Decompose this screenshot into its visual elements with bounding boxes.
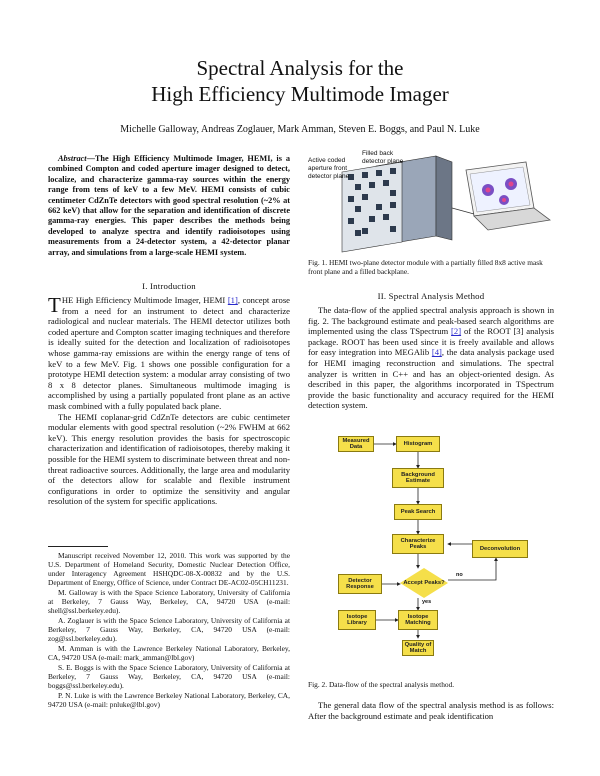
flow-measured-data: Measured Data <box>338 436 374 452</box>
abstract-label: Abstract <box>58 154 87 163</box>
flow-isotope-library: Isotope Library <box>338 610 376 630</box>
flow-label-yes: yes <box>422 599 432 605</box>
flow-background-estimate: Background Estimate <box>392 468 444 488</box>
paper-title-line1: Spectral Analysis for the <box>196 56 404 80</box>
flow-deconvolution: Deconvolution <box>472 540 528 558</box>
footnote: P. N. Luke is with the Lawrence Berkeley… <box>48 691 290 709</box>
abstract: Abstract—The High Efficiency Multimode I… <box>48 154 290 258</box>
intro-text-cont: , concept arose from a need for an instr… <box>48 295 290 411</box>
flow-characterize-peaks: Characterize Peaks <box>392 534 444 554</box>
method-text: The data-flow of the applied spectral an… <box>308 305 554 337</box>
figure-1-caption: Fig. 1. HEMI two-plane detector module w… <box>308 258 543 276</box>
figure-1-label-mask: Active coded aperture front detector pla… <box>308 157 350 180</box>
method-text-end: , the data analysis package used for HEM… <box>308 347 554 411</box>
footnote: Manuscript received November 12, 2010. T… <box>48 551 290 587</box>
figure-2-flowchart: Measured Data Histogram Background Estim… <box>336 434 536 644</box>
intro-paragraph-2: The HEMI coplanar-grid CdZnTe detectors … <box>48 411 290 507</box>
detector-module-drawing <box>341 155 551 253</box>
author-list: Michelle Galloway, Andreas Zoglauer, Mar… <box>120 124 480 135</box>
footnote: A. Zoglauer is with the Space Science La… <box>48 616 290 643</box>
footnote: M. Galloway is with the Space Science La… <box>48 588 290 615</box>
section-heading-method: II. Spectral Analysis Method <box>377 291 485 301</box>
method-paragraph-2-text: The general data flow of the spectral an… <box>308 700 554 721</box>
paper-title-line2: High Efficiency Multimode Imager <box>151 82 449 106</box>
flow-peak-search: Peak Search <box>394 504 442 520</box>
figure-1-illustration <box>306 148 556 254</box>
method-body: The data-flow of the applied spectral an… <box>308 305 554 411</box>
drop-cap: T <box>48 293 61 317</box>
footnote: M. Amman is with the Lawrence Berkeley N… <box>48 644 290 662</box>
reference-link-1[interactable]: [1] <box>227 295 238 305</box>
section-heading-introduction: I. Introduction <box>142 281 196 291</box>
flow-label-no: no <box>456 572 463 578</box>
footnotes: Manuscript received November 12, 2010. T… <box>48 551 290 710</box>
method-text-cont: of the ROOT [3] analysis package. ROOT h… <box>308 326 554 358</box>
abstract-text: —The High Efficiency Multimode Imager, H… <box>48 154 290 257</box>
flow-quality-of-match: Quality of Match <box>402 640 434 656</box>
method-paragraph-2: The general data flow of the spectral an… <box>308 700 554 721</box>
flow-isotope-matching: Isotope Matching <box>398 610 438 630</box>
figure-2-caption: Fig. 2. Data-flow of the spectral analys… <box>308 680 455 689</box>
intro-text: HE High Efficiency Multimode Imager, HEM… <box>61 295 228 305</box>
footnote: S. E. Boggs is with the Space Science La… <box>48 663 290 690</box>
flow-detector-response: Detector Response <box>338 574 382 594</box>
footnote-divider <box>48 546 108 547</box>
reference-link-2[interactable]: [2] <box>451 326 462 337</box>
figure-1-label-back: Filled back detector plane <box>362 150 404 165</box>
flow-histogram: Histogram <box>396 436 440 452</box>
reference-link-4[interactable]: [4] <box>431 347 442 358</box>
